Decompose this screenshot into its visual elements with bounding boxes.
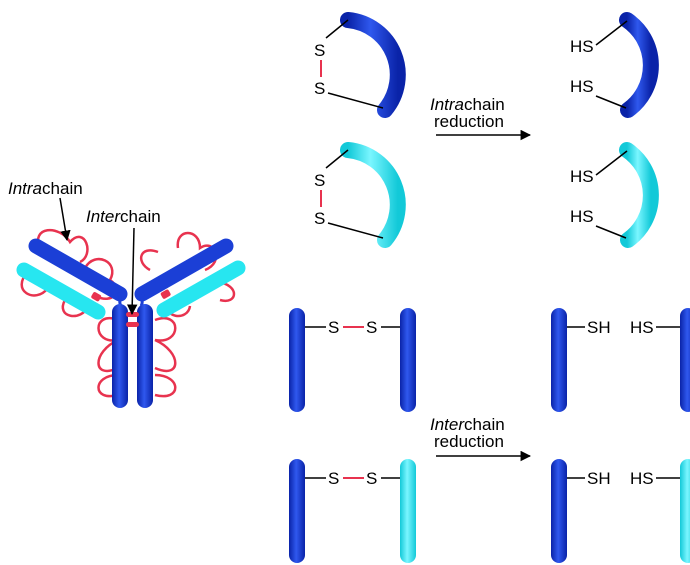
heavy-chain-right-stem [137,304,153,408]
heavy-chain-left-stem [112,304,128,408]
heavy-chain-bar [289,459,305,563]
intrachain-loop [36,228,89,264]
thiol-label: SH [587,318,611,337]
sulfur-label: S [314,209,325,228]
light-chain-arc [340,142,406,248]
heavy-chain-arc [340,12,406,118]
intrachain-loop [154,317,177,373]
heavy-chain-bar [400,308,416,412]
thiol-label: HS [630,318,654,337]
thiol-label: HS [630,469,654,488]
sulfur-label: S [366,469,377,488]
heavy-chain-bar [551,308,567,412]
light-chain-left [16,262,106,320]
hinge [139,292,146,307]
bond-line [327,92,384,109]
intrachain-loop [97,373,119,398]
thiol-label: HS [570,167,594,186]
thiol-label: HS [570,77,594,96]
heavy-chain-arc [619,12,659,118]
light-chain-arc [619,142,659,248]
intrachain-loop [139,249,159,272]
bond-line [325,19,349,39]
heavy-chain-bar [551,459,567,563]
light-chain-bar [400,459,416,563]
bond-line [595,225,627,239]
bond-line [595,150,628,176]
bond-line [325,149,349,169]
light-chain-bar [680,459,690,563]
heavy-chain-left-arm [28,238,128,302]
sulfur-label: S [328,469,339,488]
interchain-reduction: S S S S Interchain reduction SH HS SH HS [289,308,690,563]
intrachain-pointer [59,197,71,242]
intrachain-reduction: S S S S Intrachain reduction HS HS HS HS [314,12,659,248]
heavy-chain-right-arm [134,238,234,302]
heavy-chain-bar [680,308,690,412]
interchain-disulfide-bond [126,322,139,327]
bond-line [595,95,627,109]
sulfur-label: S [366,318,377,337]
interchain-pointer [126,227,138,316]
interchain-bond [91,292,102,302]
interchain-reduction-label: Interchain [430,415,505,434]
intrachain-reduction-label: Intrachain [430,95,505,114]
reduction-label: reduction [434,432,504,451]
interchain-bond [160,289,171,299]
interchain-label: Interchain [86,207,161,226]
intrachain-loop [154,373,177,398]
bond-line [595,20,628,46]
bond-line [327,222,384,239]
intrachain-label: Intrachain [8,179,83,198]
heavy-chain-bar [289,308,305,412]
light-chain-right [156,260,246,318]
thiol-label: SH [587,469,611,488]
reduction-label: reduction [434,112,504,131]
sulfur-label: S [314,41,325,60]
antibody: Intrachain Interchain [8,179,246,408]
sulfur-label: S [328,318,339,337]
thiol-label: HS [570,37,594,56]
sulfur-label: S [314,171,325,190]
thiol-label: HS [570,207,594,226]
sulfur-label: S [314,79,325,98]
